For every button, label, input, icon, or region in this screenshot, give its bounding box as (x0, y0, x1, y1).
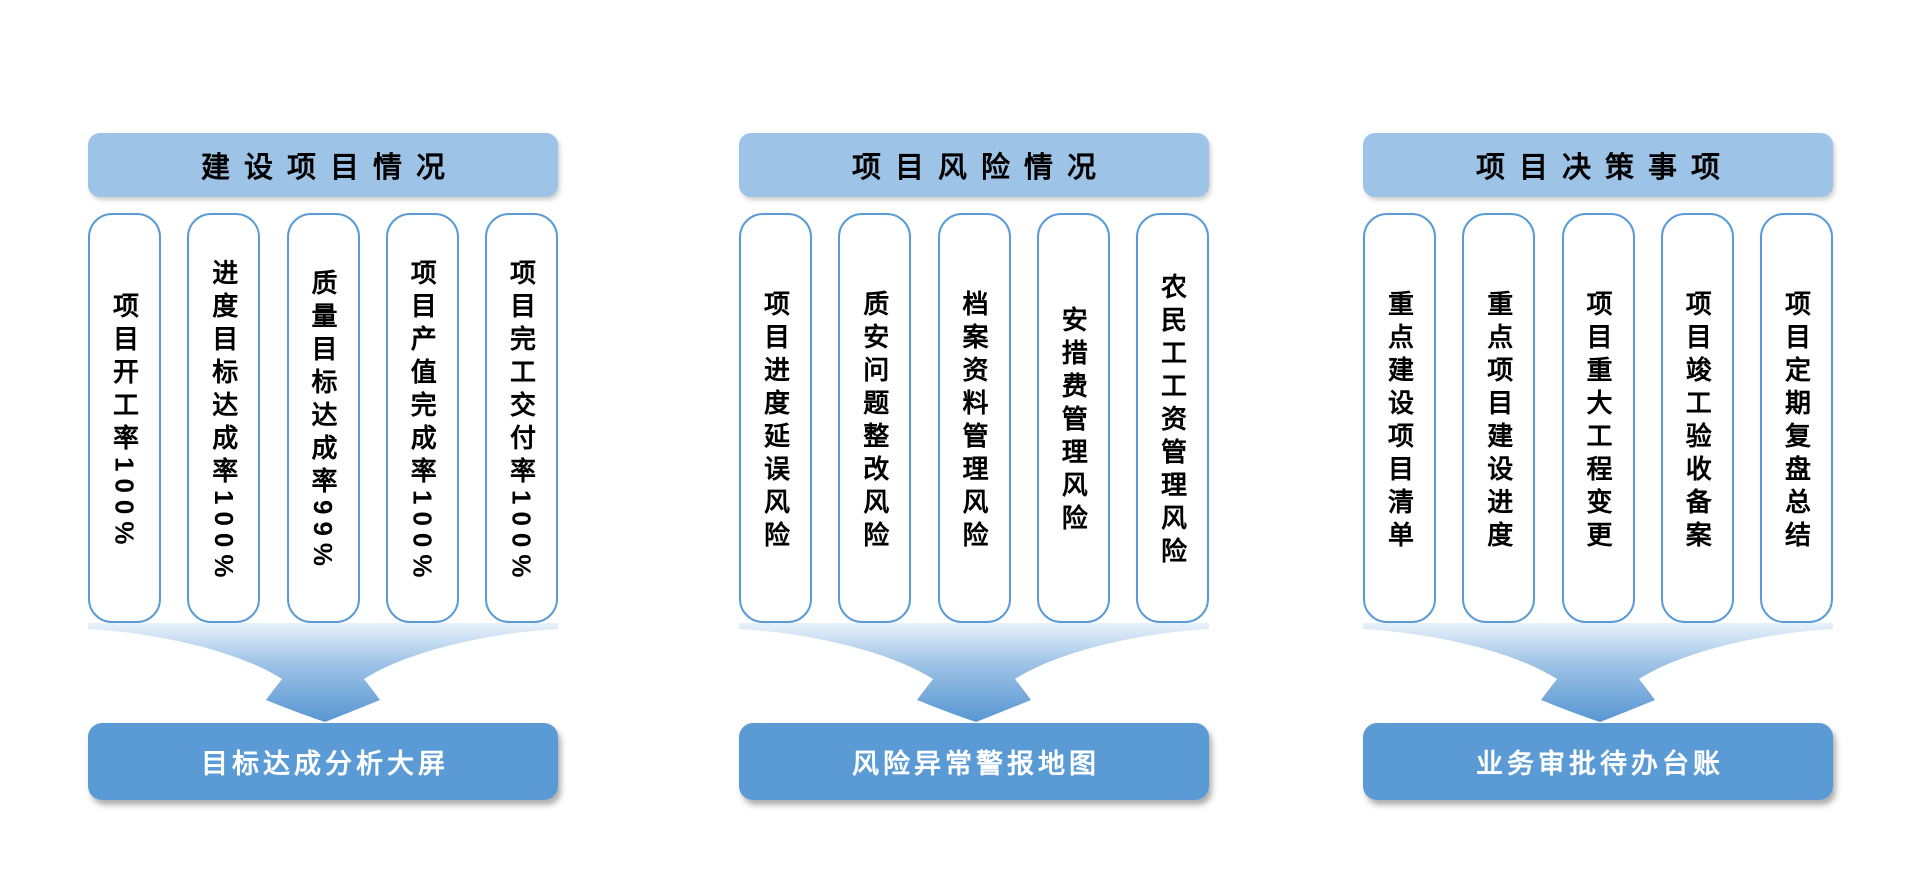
funnel-arrow-icon (1363, 623, 1833, 722)
pill-label: 项目竣工验收备案 (1682, 289, 1713, 554)
pill-label: 安措费管理风险 (1058, 306, 1089, 537)
pill-label: 项目完工交付率100% (506, 258, 537, 585)
pill: 重点建设项目清单 (1363, 213, 1436, 623)
pill: 项目竣工验收备案 (1660, 213, 1734, 623)
pill: 档案资料管理风险 (937, 213, 1011, 623)
pill-label: 项目进度延误风险 (760, 289, 791, 554)
pill-label: 项目产值完成率100% (407, 258, 438, 585)
pill: 进度目标达成率100% (187, 213, 261, 623)
pill: 农民工工资管理风险 (1136, 213, 1209, 623)
pill-label: 项目重大工程变更 (1583, 289, 1613, 554)
pill: 项目开工率100% (88, 213, 161, 623)
pill: 安措费管理风险 (1036, 213, 1110, 623)
pill: 项目重大工程变更 (1561, 213, 1635, 623)
pill: 质安问题整改风险 (838, 213, 912, 623)
pill: 重点项目建设进度 (1462, 213, 1536, 623)
result-box: 业务审批待办台账 (1363, 723, 1833, 800)
pill: 项目完工交付率100% (485, 213, 558, 623)
result-box: 风险异常警报地图 (739, 723, 1209, 800)
group-header: 项目决策事项 (1363, 133, 1833, 197)
pill-label: 重点建设项目清单 (1384, 289, 1415, 554)
funnel-arrow-icon (88, 623, 558, 722)
pill: 项目进度延误风险 (739, 213, 812, 623)
pill-label: 档案资料管理风险 (959, 289, 989, 554)
pill-label: 农民工工资管理风险 (1157, 273, 1188, 570)
pill-row: 重点建设项目清单 重点项目建设进度 项目重大工程变更 项目竣工验收备案 项目定期… (1363, 213, 1833, 623)
group-header: 项目风险情况 (739, 133, 1209, 197)
group-project-decision: 项目决策事项 重点建设项目清单 重点项目建设进度 项目重大工程变更 项目竣工验收… (1363, 133, 1833, 800)
funnel-arrow-icon (739, 623, 1209, 722)
pill-label: 重点项目建设进度 (1483, 289, 1514, 554)
pill: 质量目标达成率99% (286, 213, 360, 623)
pill-row: 项目进度延误风险 质安问题整改风险 档案资料管理风险 安措费管理风险 农民工工资… (739, 213, 1209, 623)
pill: 项目产值完成率100% (385, 213, 459, 623)
pill-label: 质量目标达成率99% (308, 269, 338, 574)
pill-label: 进度目标达成率100% (208, 258, 239, 585)
result-box: 目标达成分析大屏 (88, 723, 558, 800)
group-header: 建设项目情况 (88, 133, 558, 197)
pill-label: 项目开工率100% (109, 291, 140, 552)
pill-row: 项目开工率100% 进度目标达成率100% 质量目标达成率99% 项目产值完成率… (88, 213, 558, 623)
group-project-risk: 项目风险情况 项目进度延误风险 质安问题整改风险 档案资料管理风险 安措费管理风… (739, 133, 1209, 800)
group-construction-project: 建设项目情况 项目开工率100% 进度目标达成率100% 质量目标达成率99% … (88, 133, 558, 800)
pill: 项目定期复盘总结 (1760, 213, 1833, 623)
pill-label: 质安问题整改风险 (859, 289, 890, 554)
pill-label: 项目定期复盘总结 (1781, 289, 1812, 554)
